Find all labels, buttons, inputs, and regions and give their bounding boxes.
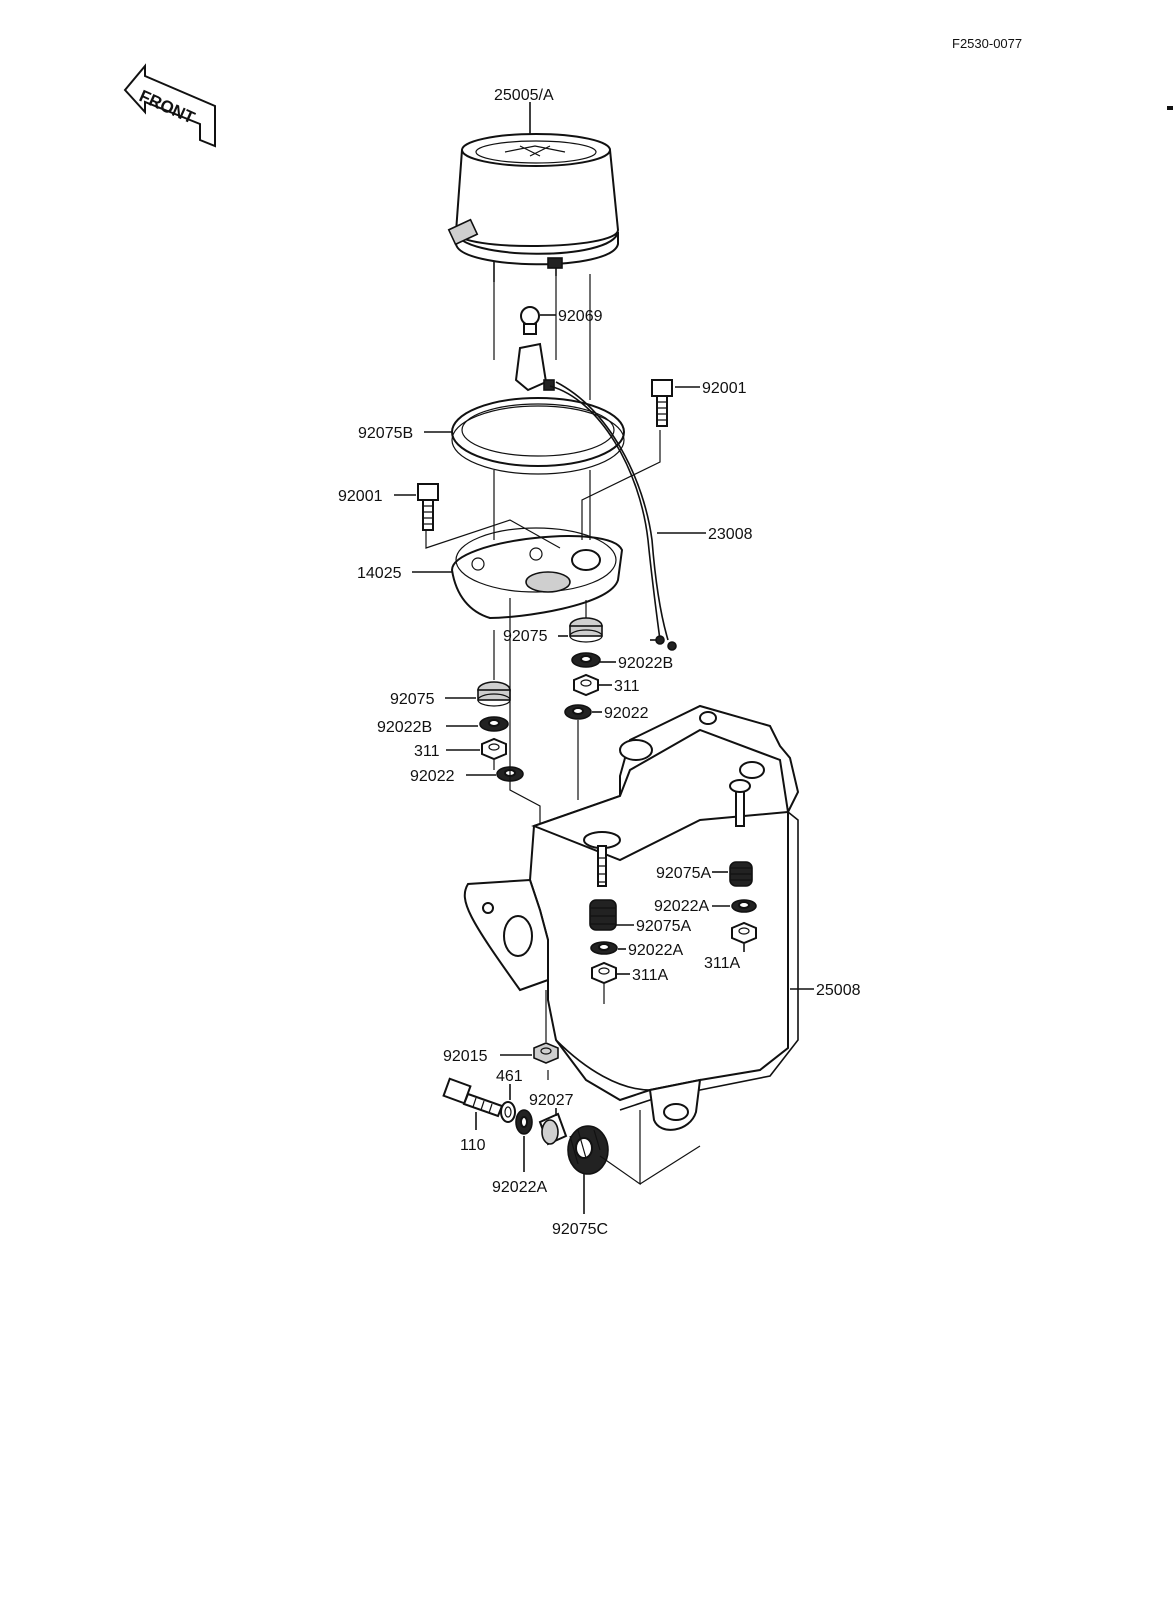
label-washer-a-right: 92022A <box>654 898 709 915</box>
washer-b-left-drawing <box>479 716 509 732</box>
speedometer-drawing <box>447 133 620 282</box>
ring-gasket-drawing <box>451 397 625 475</box>
bolt-bottom-drawing <box>442 1077 504 1118</box>
label-bolt-upper-right: 92001 <box>702 380 747 397</box>
washer-a-center-drawing <box>590 941 618 955</box>
damper-bottom-drawing <box>567 1125 609 1175</box>
bolt-upper-right-drawing <box>651 379 673 427</box>
damper-center-drawing <box>583 831 621 931</box>
guide-lines-upper <box>425 274 661 549</box>
label-damper-right: 92075A <box>656 865 711 882</box>
label-damper-bottom: 92075C <box>552 1221 608 1238</box>
nut-right-drawing <box>573 673 599 697</box>
label-nut-left: 311 <box>414 743 440 760</box>
diagram-code: F2530-0077 <box>952 36 1022 51</box>
label-grommet-right: 92075 <box>503 628 548 645</box>
bulb-drawing <box>514 306 555 392</box>
label-nut-right: 311 <box>614 678 640 695</box>
label-nut-bottom: 92015 <box>443 1048 488 1065</box>
bracket-drawing <box>463 704 800 1131</box>
label-washer-a-bottom: 92022A <box>492 1179 547 1196</box>
front-arrow-icon: FRONT <box>123 63 216 148</box>
nut-bottom-drawing <box>533 1042 559 1064</box>
washer-right-drawing <box>564 704 592 720</box>
guide-lines-bottom <box>547 1070 701 1186</box>
nut-left-drawing <box>481 737 507 761</box>
bolt-left-drawing <box>417 483 439 531</box>
meter-case-drawing <box>450 527 624 620</box>
label-grommet-left: 92075 <box>390 691 435 708</box>
edge-mark <box>1167 106 1173 110</box>
label-washer-b-left: 92022B <box>377 719 432 736</box>
grommet-left-drawing <box>477 681 511 707</box>
collar-drawing <box>538 1112 568 1146</box>
label-washer-a-center: 92022A <box>628 942 683 959</box>
lamp-lead-drawing <box>549 381 669 641</box>
label-lamp-lead: 23008 <box>708 526 753 543</box>
label-nut-a-right: 311A <box>704 955 741 972</box>
label-washer-b-right: 92022B <box>618 655 673 672</box>
lock-washer-drawing <box>500 1101 516 1123</box>
label-bulb: 92069 <box>558 308 603 325</box>
label-collar: 92027 <box>529 1092 574 1109</box>
nut-a-right-drawing <box>731 921 757 945</box>
label-washer-right: 92022 <box>604 705 649 722</box>
label-washer-left: 92022 <box>410 768 455 785</box>
label-nut-a-center: 311A <box>632 967 669 984</box>
nut-a-center-drawing <box>591 961 617 985</box>
grommet-right-drawing <box>569 617 603 643</box>
label-meter-case: 14025 <box>357 565 402 582</box>
washer-b-right-drawing <box>571 652 601 668</box>
label-bolt-bottom: 110 <box>460 1137 486 1154</box>
label-bracket: 25008 <box>816 982 861 999</box>
label-ring-gasket: 92075B <box>358 425 413 442</box>
damper-right-drawing <box>729 779 753 887</box>
washer-a-bottom-drawing <box>515 1109 533 1135</box>
label-lock-washer: 461 <box>496 1068 523 1085</box>
guide-lines-middle <box>493 598 587 826</box>
label-bolt-left: 92001 <box>338 488 383 505</box>
label-damper-center: 92075A <box>636 918 691 935</box>
washer-a-right-drawing <box>731 899 757 913</box>
label-speedometer: 25005/A <box>494 87 554 104</box>
